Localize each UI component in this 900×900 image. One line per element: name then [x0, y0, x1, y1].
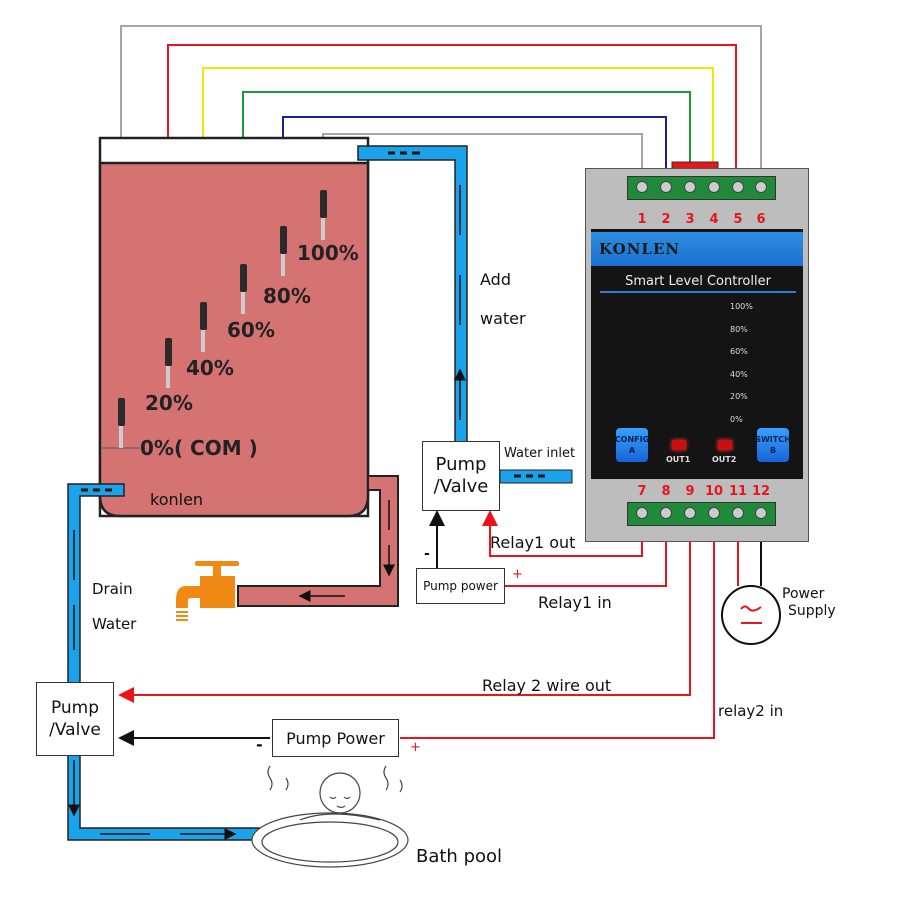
inlet-pipe	[357, 145, 467, 481]
add-water-label-2: water	[480, 309, 526, 328]
probe-label-100: 100%	[297, 241, 359, 265]
scale-label: 0%	[730, 414, 743, 424]
power-supply-label-2: Supply	[788, 603, 836, 619]
probe-label-80: 80%	[263, 284, 311, 308]
terminal-screw	[684, 181, 696, 193]
terminal-screw	[636, 507, 648, 519]
relay1-in-label: Relay1 in	[538, 593, 612, 612]
relay1-out-label: Relay1 out	[490, 533, 576, 552]
terminal-number: 5	[733, 212, 743, 227]
faucet-icon	[176, 561, 239, 621]
bath-pool-label: Bath pool	[416, 846, 503, 867]
switch-button-line1: SWITCH	[755, 435, 791, 444]
plus-sign-2: +	[410, 740, 421, 755]
terminal-screw	[732, 181, 744, 193]
pump-valve-1-line1: Pump	[435, 454, 487, 475]
bottom-terminal-block	[627, 502, 776, 526]
pump-power-1: Pump power	[416, 568, 505, 604]
black-wires	[118, 510, 769, 746]
plus-sign-1: +	[512, 567, 523, 582]
bath-pool-icon	[251, 765, 409, 868]
power-supply-label: Power Supply	[782, 586, 836, 620]
terminal-screw	[636, 181, 648, 193]
relay-wires	[118, 510, 746, 739]
tank-brand-label: konlen	[150, 490, 204, 509]
relay2-out-label: Relay 2 wire out	[482, 676, 612, 695]
terminal-screw	[708, 181, 720, 193]
terminal-number: 8	[661, 484, 671, 499]
terminal-number: 11	[728, 484, 748, 499]
terminal-number: 12	[751, 484, 771, 499]
minus-sign-1: -	[424, 546, 430, 562]
water-inlet-label: Water inlet	[504, 446, 576, 461]
probe-label-com: 0%( COM )	[140, 436, 258, 460]
pump-valve-2-line2: /Valve	[49, 720, 101, 740]
water-tank	[98, 136, 398, 607]
power-supply-label-1: Power	[782, 586, 825, 602]
water-inlet-pipe	[499, 469, 573, 484]
terminal-number: 2	[661, 212, 671, 227]
scale-label: 40%	[730, 369, 748, 379]
controller-brand: KONLEN	[591, 232, 803, 266]
power-supply-icon	[721, 585, 781, 645]
terminal-screw	[660, 507, 672, 519]
switch-b-button[interactable]: SWITCH B	[755, 428, 791, 462]
terminal-screw	[755, 507, 767, 519]
terminal-number: 6	[756, 212, 766, 227]
terminal-number: 1	[637, 212, 647, 227]
switch-button-line2: B	[769, 446, 777, 455]
config-button-line2: A	[628, 446, 636, 455]
out2-label: OUT2	[712, 455, 737, 464]
out1-led	[672, 440, 686, 450]
config-a-button[interactable]: CONFIG A	[614, 428, 650, 462]
terminal-screw	[708, 507, 720, 519]
relay2-in-label: relay2 in	[718, 702, 784, 720]
probe-label-60: 60%	[227, 318, 275, 342]
add-water-label-1: Add	[480, 270, 511, 289]
drain-label-1: Drain	[92, 580, 133, 598]
terminal-screw	[732, 507, 744, 519]
terminal-screw	[755, 181, 767, 193]
terminal-screw	[660, 181, 672, 193]
terminal-number: 4	[709, 212, 719, 227]
terminal-number: 7	[637, 484, 647, 499]
out1-label: OUT1	[666, 455, 691, 464]
probe-label-40: 40%	[186, 356, 234, 380]
scale-label: 20%	[730, 392, 748, 401]
scale-label: 100%	[730, 302, 753, 311]
drain-label-2: Water	[92, 615, 137, 633]
controller-title: Smart Level Controller	[600, 274, 796, 293]
scale-label: 80%	[730, 324, 748, 334]
terminal-number: 3	[685, 212, 695, 227]
scale-label: 60%	[730, 347, 748, 356]
pump-valve-2: Pump /Valve	[36, 682, 114, 756]
top-terminal-block	[627, 176, 776, 200]
config-button-line1: CONFIG	[614, 435, 650, 444]
pump-valve-1-line2: /Valve	[433, 476, 489, 497]
terminal-screw	[684, 507, 696, 519]
out2-led	[718, 440, 732, 450]
terminal-number: 10	[704, 484, 724, 499]
pump-power-2: Pump Power	[272, 719, 399, 757]
pump-valve-2-line1: Pump	[50, 698, 100, 718]
terminal-number: 9	[685, 484, 695, 499]
pump-valve-1: Pump /Valve	[422, 441, 500, 511]
probes	[118, 190, 327, 448]
minus-sign-2: -	[256, 735, 263, 754]
probe-label-20: 20%	[145, 391, 193, 415]
drain-pipe	[68, 483, 266, 840]
